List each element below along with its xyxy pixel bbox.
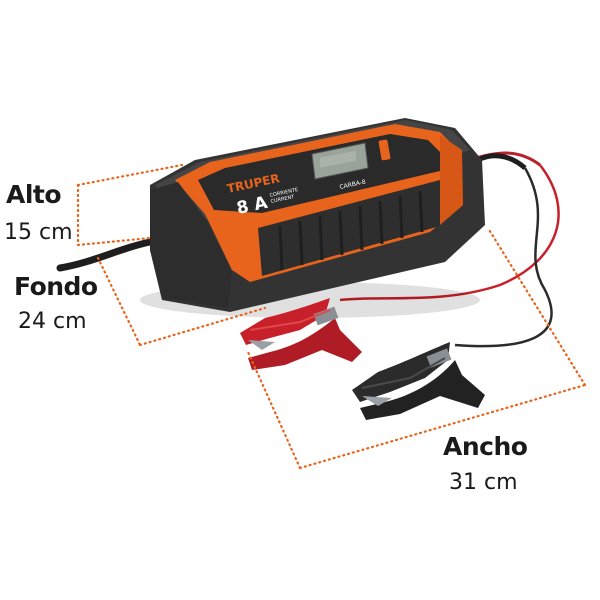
charger-body — [140, 118, 485, 318]
fondo-line-bottom — [138, 306, 267, 347]
charger-current-en: CURRENT — [270, 194, 296, 205]
alto-line-bottom — [76, 236, 152, 247]
charger-current-es: CORRIENTE — [269, 187, 299, 199]
ancho-value: 31 cm — [449, 470, 518, 495]
dimension-lines — [76, 163, 587, 470]
lcd-display — [311, 142, 369, 180]
cable-red — [339, 164, 560, 302]
ancho-label: Ancho — [443, 432, 528, 461]
power-cord — [56, 238, 154, 272]
ancho-line-left — [246, 350, 302, 470]
alto-value: 15 cm — [4, 220, 73, 245]
fondo-label: Fondo — [14, 272, 98, 301]
alto-label: Alto — [6, 180, 62, 209]
fondo-value: 24 cm — [18, 309, 87, 334]
mode-button[interactable] — [378, 139, 391, 161]
red-clamp — [240, 298, 362, 370]
ancho-line-bottom — [298, 383, 587, 470]
ancho-line-right — [486, 226, 587, 387]
black-clamp — [352, 342, 485, 420]
front-ribs — [278, 190, 424, 271]
fondo-line-diagonal — [96, 256, 142, 347]
cable-black — [454, 167, 553, 348]
